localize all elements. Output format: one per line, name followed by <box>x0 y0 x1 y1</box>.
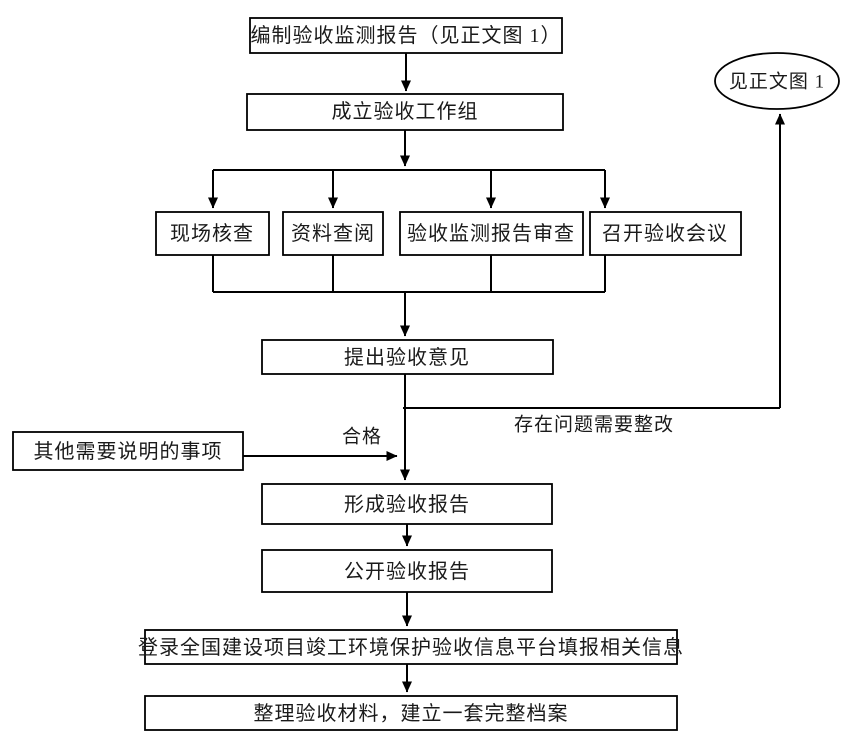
node-propose-opinion-box <box>261 339 554 375</box>
node-propose-opinion: 提出验收意见 <box>261 339 554 375</box>
node-other-matters-label: 其他需要说明的事项 <box>34 440 223 463</box>
node-propose-opinion-label: 提出验收意见 <box>344 346 470 369</box>
node-archive-materials-label: 整理验收材料，建立一套完整档案 <box>254 702 569 725</box>
node-site-check-box <box>155 211 270 256</box>
node-platform-entry-box <box>144 629 678 665</box>
node-other-matters: 其他需要说明的事项 <box>12 431 244 471</box>
node-form-report: 形成验收报告 <box>261 483 553 525</box>
connector-lines <box>212 169 780 409</box>
node-compile-report-label: 编制验收监测报告（见正文图 1） <box>251 24 562 47</box>
node-publish-report-box <box>261 549 553 593</box>
node-document-review: 资料查阅 <box>282 211 384 256</box>
node-archive-materials: 整理验收材料，建立一套完整档案 <box>144 695 678 731</box>
node-platform-entry: 登录全国建设项目竣工环境保护验收信息平台填报相关信息 <box>138 629 684 665</box>
node-publish-report: 公开验收报告 <box>261 549 553 593</box>
edge-label-needs-rectification: 存在问题需要整改 <box>514 414 674 436</box>
node-hold-meeting-box <box>589 211 742 256</box>
node-site-check: 现场核查 <box>155 211 270 256</box>
node-hold-meeting-label: 召开验收会议 <box>602 222 728 245</box>
node-see-figure-ellipse <box>714 52 840 110</box>
node-document-review-box <box>282 211 384 256</box>
node-report-review: 验收监测报告审查 <box>399 211 584 256</box>
node-publish-report-label: 公开验收报告 <box>344 560 470 583</box>
arrows <box>208 53 785 693</box>
node-report-review-label: 验收监测报告审查 <box>407 222 575 245</box>
node-compile-report: 编制验收监测报告（见正文图 1） <box>249 17 563 54</box>
node-other-matters-box <box>12 431 244 471</box>
node-see-figure: 见正文图 1 <box>714 52 840 110</box>
node-form-report-box <box>261 483 553 525</box>
node-platform-entry-label: 登录全国建设项目竣工环境保护验收信息平台填报相关信息 <box>138 636 684 659</box>
node-report-review-box <box>399 211 584 256</box>
node-hold-meeting: 召开验收会议 <box>589 211 742 256</box>
node-setup-group: 成立验收工作组 <box>246 93 564 131</box>
edge-label-qualified: 合格 <box>342 426 382 448</box>
node-see-figure-label: 见正文图 1 <box>729 71 825 93</box>
node-site-check-label: 现场核查 <box>170 222 254 245</box>
node-setup-group-label: 成立验收工作组 <box>332 100 479 123</box>
node-compile-report-box <box>249 17 563 54</box>
node-setup-group-box <box>246 93 564 131</box>
node-document-review-label: 资料查阅 <box>291 222 375 245</box>
node-archive-materials-box <box>144 695 678 731</box>
node-form-report-label: 形成验收报告 <box>344 493 470 516</box>
